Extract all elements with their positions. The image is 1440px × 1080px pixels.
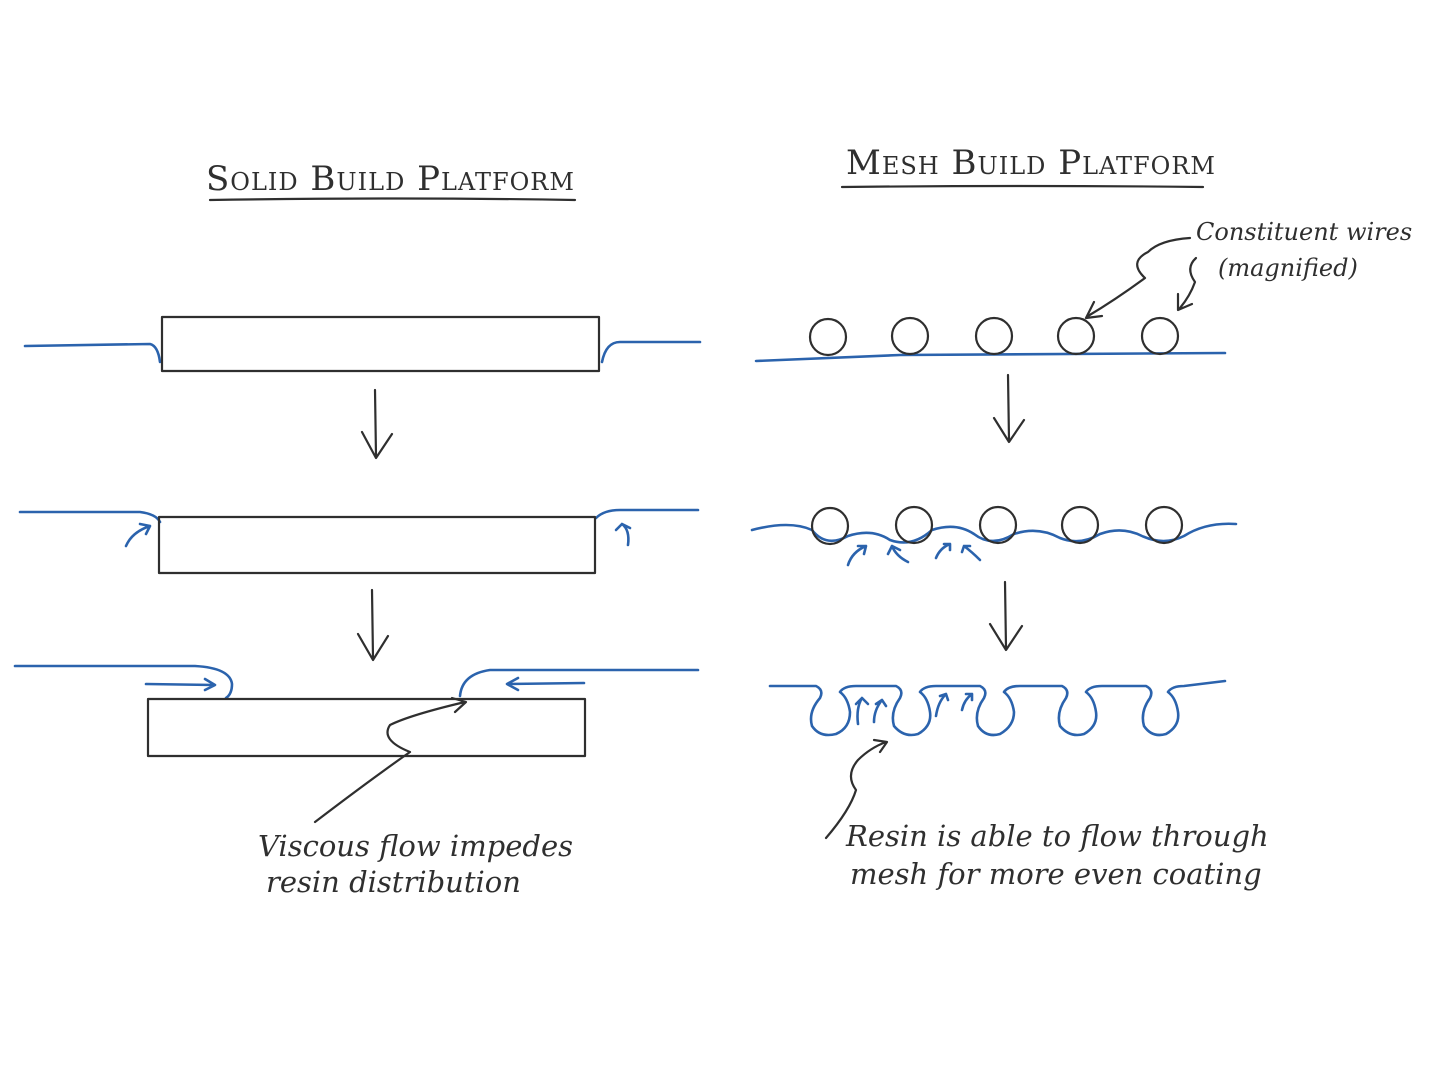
wires-label-line-1: Constituent wires — [1196, 218, 1412, 246]
resin-flow-arrow-icon — [960, 692, 974, 712]
mesh-wire — [974, 316, 1014, 356]
mesh-wire — [1140, 316, 1180, 356]
mesh-wire — [1144, 505, 1184, 545]
solid-note-line-1: Viscous flow impedes — [258, 829, 573, 863]
resin-flow-arrow-icon — [960, 544, 982, 562]
mesh-stage-3 — [768, 679, 1227, 737]
resin-surface — [754, 351, 1227, 363]
mesh-wire — [810, 506, 850, 546]
resin-surface-right — [458, 668, 700, 698]
resin-surface — [768, 679, 1227, 737]
resin-flow-arrow-icon — [144, 677, 217, 692]
resin-surface-left — [18, 510, 162, 524]
down-arrow-icon — [356, 588, 390, 662]
solid-stage-3 — [13, 664, 700, 758]
resin-flow-arrow-icon — [854, 696, 870, 726]
down-arrow-icon — [992, 373, 1026, 444]
mesh-wire — [808, 317, 848, 357]
solid-stage-2 — [18, 508, 700, 575]
mesh-wire — [978, 505, 1018, 545]
solid-platform-plate — [157, 515, 597, 575]
mesh-wire — [894, 505, 934, 545]
down-arrow-icon — [360, 388, 394, 460]
solid-platform-panel: Solid Build Platform Viscous — [13, 159, 702, 899]
resin-surface-right — [594, 508, 700, 520]
mesh-stage-2 — [750, 505, 1238, 567]
resin-surface — [750, 522, 1238, 544]
resin-surface-left — [23, 342, 162, 364]
annotation-leader-arrow — [824, 738, 889, 840]
mesh-wire — [890, 316, 930, 356]
mesh-note-line-1: Resin is able to flow through — [845, 819, 1269, 853]
resin-flow-arrow-icon — [934, 692, 950, 718]
solid-platform-plate — [146, 697, 587, 758]
resin-flow-arrow-icon — [872, 698, 888, 724]
wires-label-arrow-icon — [1084, 236, 1192, 320]
mesh-wire — [1060, 505, 1100, 545]
solid-title-underline — [208, 197, 577, 202]
resin-flow-arrow-icon — [505, 676, 586, 692]
down-arrow-icon — [988, 580, 1024, 652]
resin-surface-right — [600, 340, 702, 364]
resin-flow-arrow-icon — [124, 522, 152, 548]
resin-surface-left — [13, 664, 234, 700]
wires-label-arrow-icon — [1176, 256, 1198, 312]
resin-flow-arrow-icon — [934, 542, 952, 560]
resin-flow-arrow-icon — [846, 544, 868, 567]
mesh-platform-panel: Mesh Build Platform Constituent wires (m… — [750, 143, 1412, 891]
mesh-wire — [1056, 316, 1096, 356]
solid-platform-plate — [160, 315, 601, 373]
resin-flow-arrow-icon — [614, 522, 632, 547]
solid-platform-title: Solid Build Platform — [206, 159, 575, 199]
resin-flow-arrow-icon — [886, 544, 910, 564]
solid-note-line-2: resin distribution — [266, 865, 521, 899]
wires-label-line-2: (magnified) — [1218, 254, 1358, 282]
annotation-leader-arrow — [313, 696, 468, 824]
solid-stage-1 — [23, 315, 702, 373]
mesh-platform-title: Mesh Build Platform — [846, 143, 1216, 183]
mesh-title-underline — [840, 184, 1205, 189]
mesh-note-line-2: mesh for more even coating — [850, 857, 1262, 891]
mesh-stage-1 — [754, 316, 1227, 363]
